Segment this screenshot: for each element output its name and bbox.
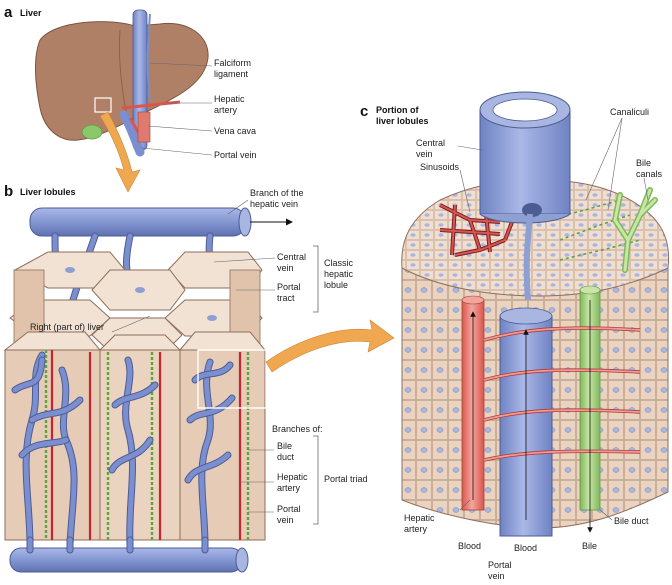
- panel-b: b Liver lobules: [3, 183, 395, 573]
- panel-a: a Liver Falciform ligament Hepatic arter…: [4, 4, 257, 193]
- lobule-vein-branches: [11, 351, 236, 549]
- label-falciform-2: ligament: [214, 69, 249, 79]
- label-portal-vein-a: Portal vein: [214, 150, 257, 160]
- label-bile-duct-b-2: duct: [277, 452, 295, 462]
- panel-c-letter: c: [360, 103, 368, 120]
- label-portal-vein-b-1: Portal: [277, 504, 301, 514]
- label-portal-vein-b-2: vein: [277, 515, 294, 525]
- panel-b-title: Liver lobules: [20, 187, 76, 197]
- label-portal-tract-2: tract: [277, 293, 295, 303]
- zoom-box-b: [197, 349, 267, 409]
- label-portal-vein-c-1: Portal: [488, 560, 512, 570]
- label-central-vein-b-1: Central: [277, 252, 306, 262]
- label-falciform-1: Falciform: [214, 58, 251, 68]
- label-portal-vein-c-2: vein: [488, 571, 505, 581]
- label-right-liver: Right (part of) liver: [30, 322, 104, 332]
- label-portal-tract-1: Portal: [277, 282, 301, 292]
- zoom-box-a: [94, 97, 112, 113]
- label-hepatic-artery-c-1: Hepatic: [404, 513, 435, 523]
- label-hepatic-artery-a-1: Hepatic: [214, 94, 245, 104]
- panel-b-letter: b: [4, 183, 13, 200]
- zoom-arrow-a-to-b: [99, 111, 141, 193]
- label-central-vein-c-2: vein: [416, 149, 433, 159]
- label-vena-cava: Vena cava: [214, 126, 256, 136]
- label-classic-lobule-1: Classic: [324, 258, 354, 268]
- panel-a-letter: a: [4, 4, 13, 21]
- label-hepatic-artery-a-2: artery: [214, 105, 238, 115]
- sinusoid-branches: [483, 326, 641, 462]
- label-hepatic-artery-b-2: artery: [277, 483, 301, 493]
- label-bile-canals-1: Bile: [636, 158, 651, 168]
- zoom-arrow-b-to-c: [265, 319, 395, 373]
- label-classic-lobule-3: lobule: [324, 280, 348, 290]
- label-classic-lobule-2: hepatic: [324, 269, 354, 279]
- panel-c-title-1: Portion of: [376, 105, 419, 115]
- label-branch-hepatic-vein-1: Branch of the: [250, 188, 304, 198]
- label-central-vein-c-1: Central: [416, 138, 445, 148]
- lobule-column-mid: [99, 349, 181, 541]
- sinusoid-network: [439, 199, 515, 257]
- flow-arrows: [470, 300, 593, 533]
- label-blood-left: Blood: [458, 541, 481, 551]
- label-bile-duct-b-1: Bile: [277, 441, 292, 451]
- label-central-vein-b-2: vein: [277, 263, 294, 273]
- panel-a-title: Liver: [20, 8, 42, 18]
- label-bile-duct-c: Bile duct: [614, 516, 649, 526]
- panel-c-title-2: liver lobules: [376, 116, 429, 126]
- label-bile-canals-2: canals: [636, 169, 663, 179]
- label-sinusoids: Sinusoids: [420, 162, 460, 172]
- bracket-classic-lobule: [313, 245, 319, 313]
- gallbladder: [81, 124, 103, 140]
- label-blood-mid: Blood: [514, 543, 537, 553]
- label-hepatic-artery-c-2: artery: [404, 524, 428, 534]
- label-branches-of: Branches of:: [272, 424, 323, 434]
- hepatic-vein-branch-top: [29, 207, 246, 237]
- bracket-portal-triad: [313, 435, 319, 525]
- label-branch-hepatic-vein-2: hepatic vein: [250, 199, 298, 209]
- panel-c: c Portion of liver lobules: [360, 91, 670, 581]
- label-bile: Bile: [582, 541, 597, 551]
- label-hepatic-artery-b-1: Hepatic: [277, 472, 308, 482]
- label-canaliculi: Canaliculi: [610, 107, 649, 117]
- label-portal-triad: Portal triad: [324, 474, 368, 484]
